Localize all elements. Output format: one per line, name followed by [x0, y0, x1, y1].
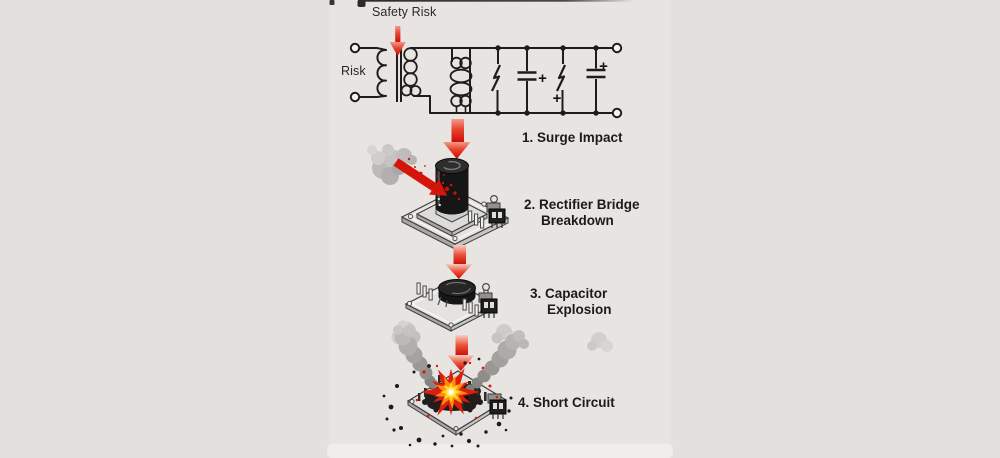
label-step-4-short-circuit: 4. Short Circuit: [518, 395, 615, 410]
impact-arrow-icon: [393, 158, 448, 196]
capacitor-plus-sign: +: [553, 90, 562, 107]
label-safety-risk: Safety Risk: [372, 5, 437, 19]
explosion-burst-icon: [421, 368, 480, 416]
filter-choke: [449, 48, 473, 113]
debris-specks: [382, 357, 513, 448]
smoke-icon: [393, 325, 529, 394]
bottom-highlight-band: [327, 444, 673, 458]
board-pin: [468, 210, 473, 223]
board-pin: [480, 216, 485, 229]
top-edge-line: [358, 0, 634, 2]
label-risk: Risk: [341, 64, 366, 78]
circuit-schematic: [349, 42, 623, 119]
board-rectifier-breakdown-illustration: [367, 144, 510, 250]
top-edge-speck: [329, 0, 335, 5]
junction-dots: [495, 45, 599, 116]
safety-risk-arrow-icon: [389, 26, 406, 56]
label-step-2-rectifier-bridge-breakdown: 2. Rectifier Bridge Breakdown: [524, 197, 640, 228]
red-splatter: [407, 157, 461, 201]
board-short-circuit-illustration: [382, 325, 529, 448]
board-pin: [474, 304, 479, 317]
red-splatter: [415, 361, 499, 420]
board-pin: [422, 285, 427, 298]
bottom-rail-wire: [413, 95, 613, 114]
board-pin: [416, 282, 421, 295]
content-panel: [329, 0, 671, 458]
step-arrow-2-icon: [445, 245, 473, 279]
capacitor-plus-sign: +: [599, 58, 608, 75]
input-terminal-top: [349, 42, 377, 54]
output-terminal-top: [611, 42, 623, 54]
board-pin: [474, 213, 479, 226]
label-step-1-surge-impact: 1. Surge Impact: [522, 130, 623, 145]
board-pin: [428, 288, 433, 301]
capacitor-plus-sign: +: [538, 70, 547, 87]
label-step-3-capacitor-explosion: 3. Capacitor Explosion: [530, 286, 612, 317]
capacitor-symbol-2: [586, 48, 606, 113]
step-arrow-3-icon: [447, 335, 475, 371]
step-arrow-1-icon: [443, 119, 471, 159]
top-edge-speck: [357, 0, 366, 7]
board-pin: [462, 298, 467, 311]
capacitor-symbol-1: [517, 48, 537, 113]
output-terminal-bottom: [611, 107, 623, 119]
transformer-primary-coil: [376, 47, 387, 98]
input-terminal-bottom: [349, 91, 377, 103]
board-pin: [468, 301, 473, 314]
